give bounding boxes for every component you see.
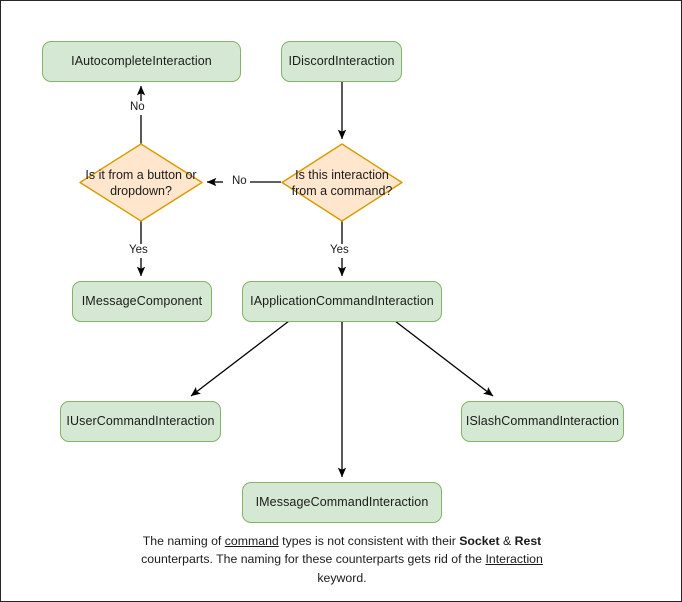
edge-label-no-left: No bbox=[229, 175, 250, 189]
edge-appcommand-to-slashcommand bbox=[394, 320, 494, 397]
caption-line1-part3: types is not consistent with their bbox=[278, 534, 456, 548]
node-autocomplete-interaction[interactable]: IAutocompleteInteraction bbox=[42, 41, 241, 82]
node-message-component[interactable]: IMessageComponent bbox=[72, 281, 212, 322]
decision-node-button-or-dropdown[interactable] bbox=[79, 143, 203, 222]
decision-label-is-command: Is this interaction from a command? bbox=[286, 149, 398, 217]
node-user-command-interaction[interactable]: IUserCommandInteraction bbox=[60, 401, 221, 442]
edge-label-yes-right: Yes bbox=[327, 244, 352, 258]
caption-ampersand: & bbox=[499, 534, 515, 548]
node-slash-command-interaction[interactable]: ISlashCommandInteraction bbox=[461, 401, 624, 442]
decision-node-is-command[interactable] bbox=[281, 143, 403, 222]
decision-label-button-or-dropdown: Is it from a button or dropdown? bbox=[85, 149, 197, 217]
caption-line3-part3: keyword. bbox=[317, 570, 367, 585]
diagram-caption: The naming of command types is not consi… bbox=[131, 532, 553, 587]
edge-label-no-up: No bbox=[127, 101, 148, 115]
caption-line1-part1: The naming of bbox=[142, 534, 225, 548]
node-message-command-interaction[interactable]: IMessageCommandInteraction bbox=[242, 482, 442, 523]
caption-interaction-keyword: Interaction bbox=[485, 552, 543, 567]
caption-command-keyword: command bbox=[224, 534, 279, 548]
caption-line3-part1: counterparts gets rid of the bbox=[335, 552, 486, 567]
edge-appcommand-to-usercommand bbox=[190, 320, 290, 397]
edge-label-yes-left: Yes bbox=[126, 244, 151, 258]
caption-socket-keyword: Socket bbox=[459, 534, 500, 548]
decision-left-text: Is it from a button or dropdown? bbox=[85, 167, 197, 198]
node-discord-interaction[interactable]: IDiscordInteraction bbox=[281, 41, 402, 82]
node-application-command-interaction[interactable]: IApplicationCommandInteraction bbox=[242, 281, 442, 322]
caption-rest-keyword: Rest bbox=[514, 534, 542, 548]
caption-line2-part4: counterparts. The naming for these bbox=[141, 552, 333, 567]
decision-right-text: Is this interaction from a command? bbox=[291, 167, 393, 198]
